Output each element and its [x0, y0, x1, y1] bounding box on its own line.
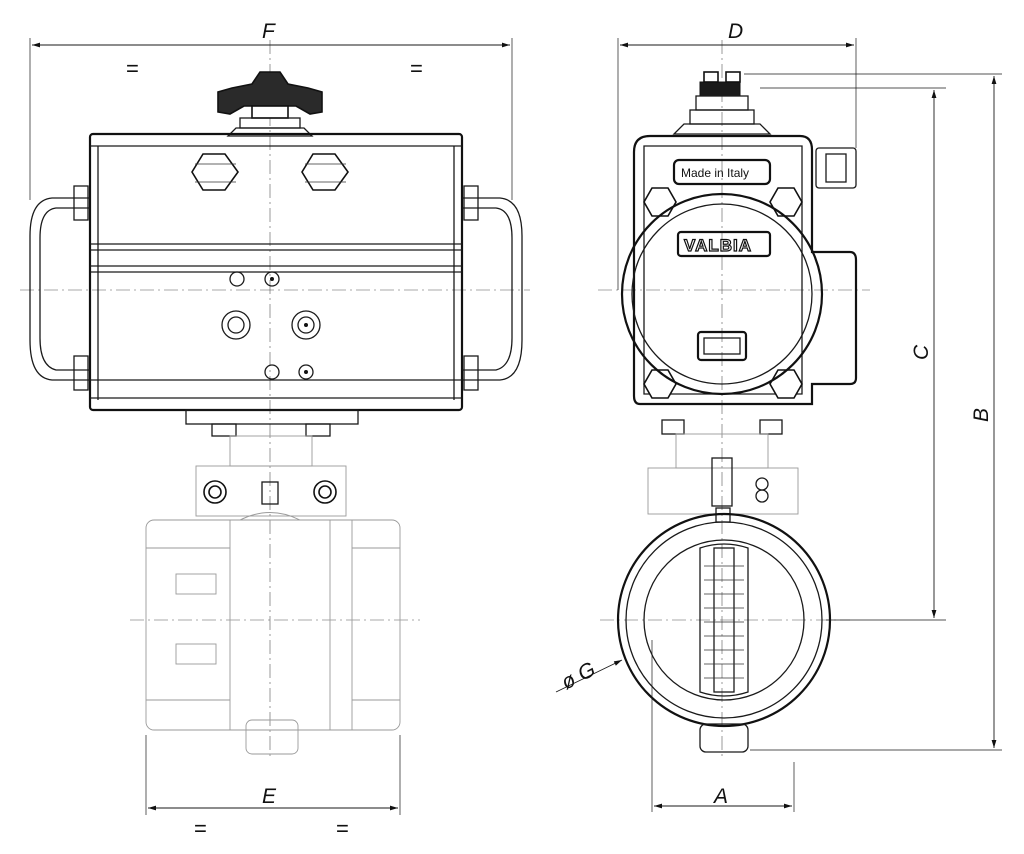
equal-mark-top-right: =	[410, 56, 423, 81]
dimension-A-label: A	[712, 785, 728, 808]
dimension-C-label: C	[910, 344, 933, 360]
dimension-G: ø G	[555, 658, 623, 695]
valve-body-side	[145, 512, 401, 755]
end-cap-right	[462, 185, 523, 391]
side-view: Made in Italy VALBIA	[555, 20, 1002, 812]
dimension-D: D	[617, 20, 857, 290]
mounting-bracket	[185, 409, 359, 517]
position-indicator-side	[672, 71, 772, 135]
end-cap-left	[29, 185, 90, 391]
dimension-F-label: F	[262, 20, 276, 43]
front-view: F = = E = =	[20, 20, 530, 841]
nameplate-made-in-italy: Made in Italy	[681, 166, 749, 180]
position-indicator-knob	[217, 71, 323, 137]
dimension-C: C	[760, 87, 946, 621]
mounting-bracket-side	[647, 419, 799, 523]
dimension-E: E = =	[145, 735, 401, 841]
dimension-F: F = =	[29, 20, 513, 200]
equal-mark-bottom-left: =	[194, 816, 207, 841]
brand-logo-valbia: VALBIA	[684, 236, 752, 255]
equal-mark-bottom-right: =	[336, 816, 349, 841]
dimension-B: B	[744, 73, 1002, 751]
actuator-body	[88, 132, 464, 412]
dimension-G-label: ø G	[558, 658, 600, 695]
dimension-E-label: E	[262, 785, 277, 808]
dimension-A: A	[651, 640, 795, 812]
butterfly-valve-disc	[616, 512, 832, 753]
dimension-B-label: B	[970, 408, 993, 422]
actuator-side-body: Made in Italy VALBIA	[620, 96, 858, 406]
dimension-D-label: D	[728, 20, 743, 43]
equal-mark-top-left: =	[126, 56, 139, 81]
